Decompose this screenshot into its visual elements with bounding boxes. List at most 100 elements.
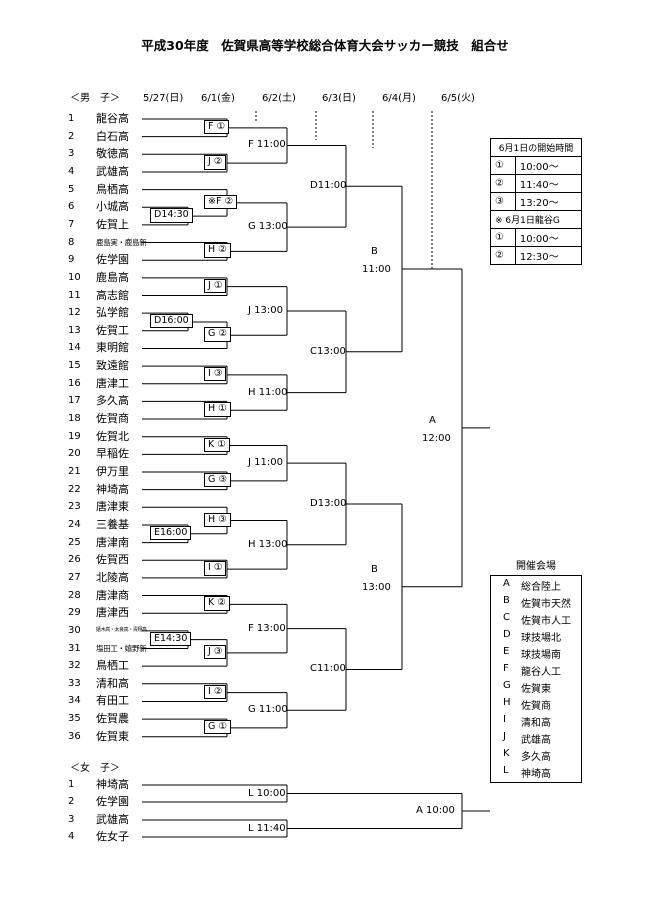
round1-label: G ② (204, 327, 231, 342)
team-name: 敬徳高 (96, 147, 129, 161)
slot-time: 10:00～ (514, 228, 583, 247)
women-final-label: A 10:00 (416, 805, 455, 816)
team-number: 36 (68, 730, 81, 742)
prelim-label: E16:00 (150, 525, 192, 541)
round2-label: G 11:00 (248, 704, 288, 716)
round1-label: J ③ (204, 644, 227, 660)
round3-label: C13:00 (310, 345, 346, 357)
round1-label: J ② (204, 155, 227, 170)
team-name: 唐津南 (96, 535, 129, 549)
final-time: 12:00 (422, 432, 451, 444)
team-number: 7 (68, 218, 75, 230)
round1-label: I ① (204, 561, 227, 576)
semi-venue: B (371, 246, 378, 258)
prelim-label: D14:30 (150, 208, 193, 223)
start-times-header: 6月1日の開始時間 (490, 138, 582, 157)
team-name: 武雄高 (96, 813, 129, 826)
team-name: 佐賀農 (96, 712, 129, 726)
round1-label: G ① (204, 719, 231, 735)
slot-mark: ① (490, 228, 516, 247)
semi-venue: B (371, 563, 378, 575)
team-name: 神埼高 (96, 482, 129, 496)
venue-code: K (503, 748, 510, 759)
date-header: 6/3(日) (322, 93, 356, 104)
date-header: 6/5(火) (441, 93, 475, 104)
round3-label: D11:00 (310, 180, 347, 192)
team-number: 14 (68, 342, 81, 354)
date-header: 6/2(土) (262, 93, 296, 104)
round2-label: H 13:00 (248, 538, 288, 550)
venue-name: 球技場北 (521, 633, 561, 644)
team-name: 唐津工 (96, 376, 129, 390)
team-name: 弘学館 (96, 306, 129, 320)
team-name: 伊万里 (96, 465, 129, 478)
team-number: 20 (68, 448, 81, 460)
team-number: 2 (68, 130, 75, 142)
team-number: 18 (68, 413, 81, 425)
team-number: 5 (68, 183, 75, 195)
prelim-label: D16:00 (150, 313, 193, 329)
round2-label: F 11:00 (248, 139, 286, 151)
slot-time: 10:00～ (514, 156, 583, 175)
team-number: 23 (68, 501, 81, 513)
team-name: 佐賀工 (96, 323, 129, 337)
team-number: 34 (68, 695, 81, 707)
round1-label: ※F ② (204, 194, 237, 210)
team-number: 32 (68, 660, 81, 672)
venue-code: G (503, 680, 511, 691)
venue-code: L (503, 765, 509, 776)
section-men-label: ＜男 子＞ (70, 93, 120, 104)
team-name: 塩田工・嬉野新 (96, 643, 147, 653)
venue-code: F (503, 663, 509, 674)
venue-name: 球技場南 (521, 650, 561, 661)
slot-time: 12:30～ (514, 246, 583, 265)
team-number: 12 (68, 307, 81, 319)
team-name: 鳥栖高 (96, 182, 129, 196)
team-number: 16 (68, 377, 81, 389)
round1-label: I ② (204, 684, 227, 700)
start-times-subheader: ※ 6月1日龍谷G (490, 210, 582, 229)
team-name: 三養基 (96, 517, 129, 531)
venue-row: H 佐賀商 (491, 697, 581, 714)
team-name: 佐賀東 (96, 729, 129, 743)
team-name: 小城高 (96, 200, 129, 214)
team-number: 24 (68, 518, 81, 530)
round1-label: F ① (204, 119, 230, 135)
team-name: 多久高 (96, 394, 129, 408)
team-name: 佐賀北 (96, 429, 129, 443)
venue-code: D (503, 629, 511, 640)
round3-label: C11:00 (310, 663, 346, 675)
venue-name: 多久高 (521, 752, 551, 763)
venue-name: 龍谷人工 (521, 667, 561, 678)
team-number: 2 (68, 796, 75, 807)
date-header: 6/4(月) (382, 93, 416, 104)
venue-name: 佐賀商 (521, 701, 551, 712)
venue-code: A (503, 578, 510, 589)
slot-mark: ② (490, 246, 516, 265)
team-name: 唐津東 (96, 500, 129, 514)
team-name: 鹿島高 (96, 270, 129, 284)
team-name: 佐賀上 (96, 217, 129, 231)
round1-label: K ① (204, 437, 230, 452)
team-number: 9 (68, 254, 75, 266)
team-number: 1 (68, 113, 75, 124)
round2-label: H 11:00 (248, 386, 288, 398)
team-number: 22 (68, 483, 81, 495)
semi-time: 13:00 (362, 581, 391, 593)
team-number: 15 (68, 360, 81, 372)
slot-time: 11:40～ (514, 174, 583, 193)
team-number: 17 (68, 395, 81, 407)
team-name: 高志館 (96, 288, 129, 302)
venue-code: H (503, 697, 511, 708)
round2-label: G 13:00 (248, 221, 288, 233)
team-number: 28 (68, 589, 81, 601)
venue-code: C (503, 612, 510, 623)
round2-label: F 13:00 (248, 622, 286, 634)
